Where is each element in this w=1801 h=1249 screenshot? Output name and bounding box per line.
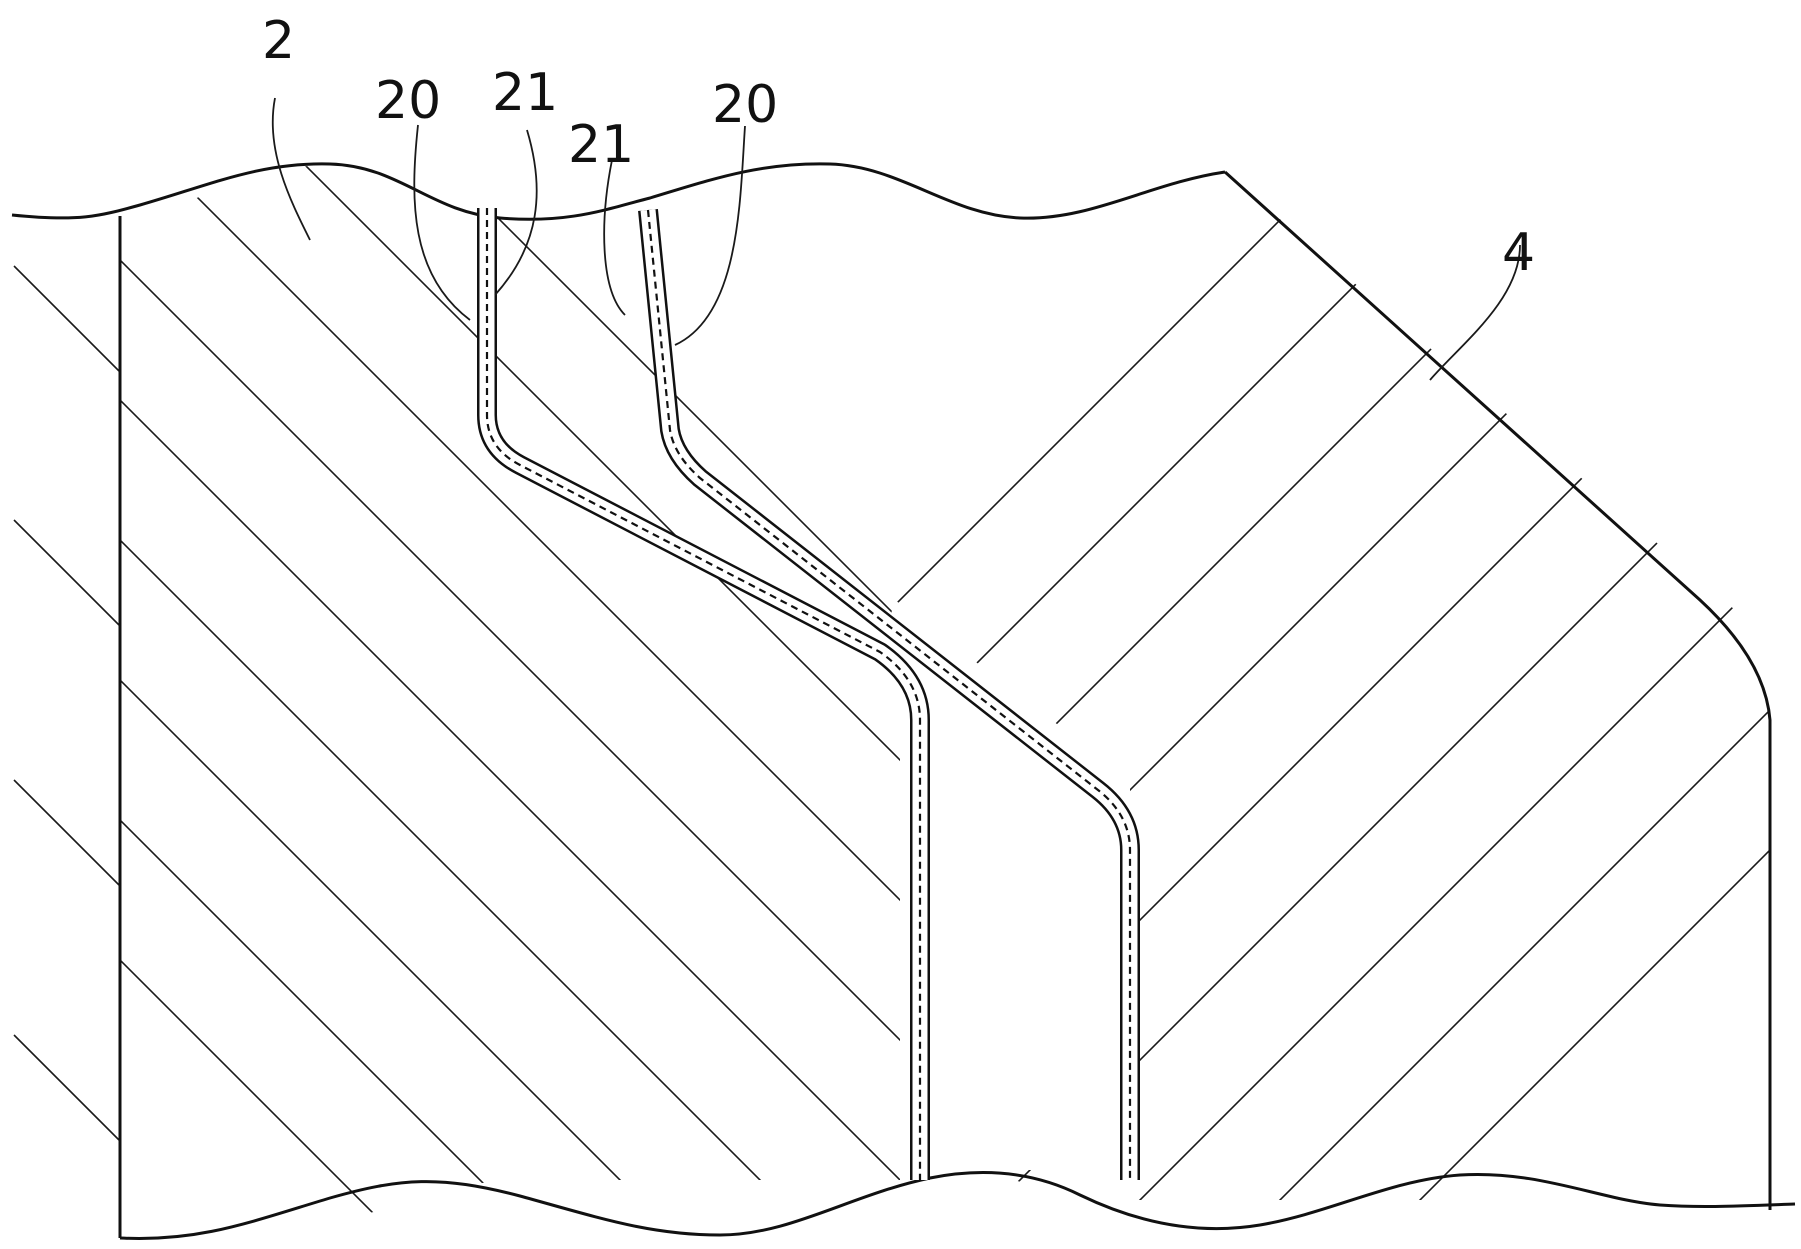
label-part-4: 4: [1502, 223, 1535, 283]
layered-tube-right: [638, 209, 1140, 1180]
label-part-20-right: 20: [712, 75, 778, 135]
label-part-21-right: 21: [568, 115, 634, 175]
section-outline: [11, 162, 1796, 1240]
part-2-hatching: [120, 165, 950, 1240]
part-4-hatching: [650, 165, 1770, 1200]
label-part-2: 2: [262, 11, 295, 71]
label-part-21-left: 21: [492, 63, 558, 123]
leader-lines: [271, 97, 1521, 381]
left-edge-hatching: [13, 265, 121, 1142]
label-part-20-left: 20: [375, 71, 441, 131]
reference-labels: 2 20 21 21 20 4: [262, 11, 1535, 283]
layered-tube-left: [477, 208, 930, 1180]
